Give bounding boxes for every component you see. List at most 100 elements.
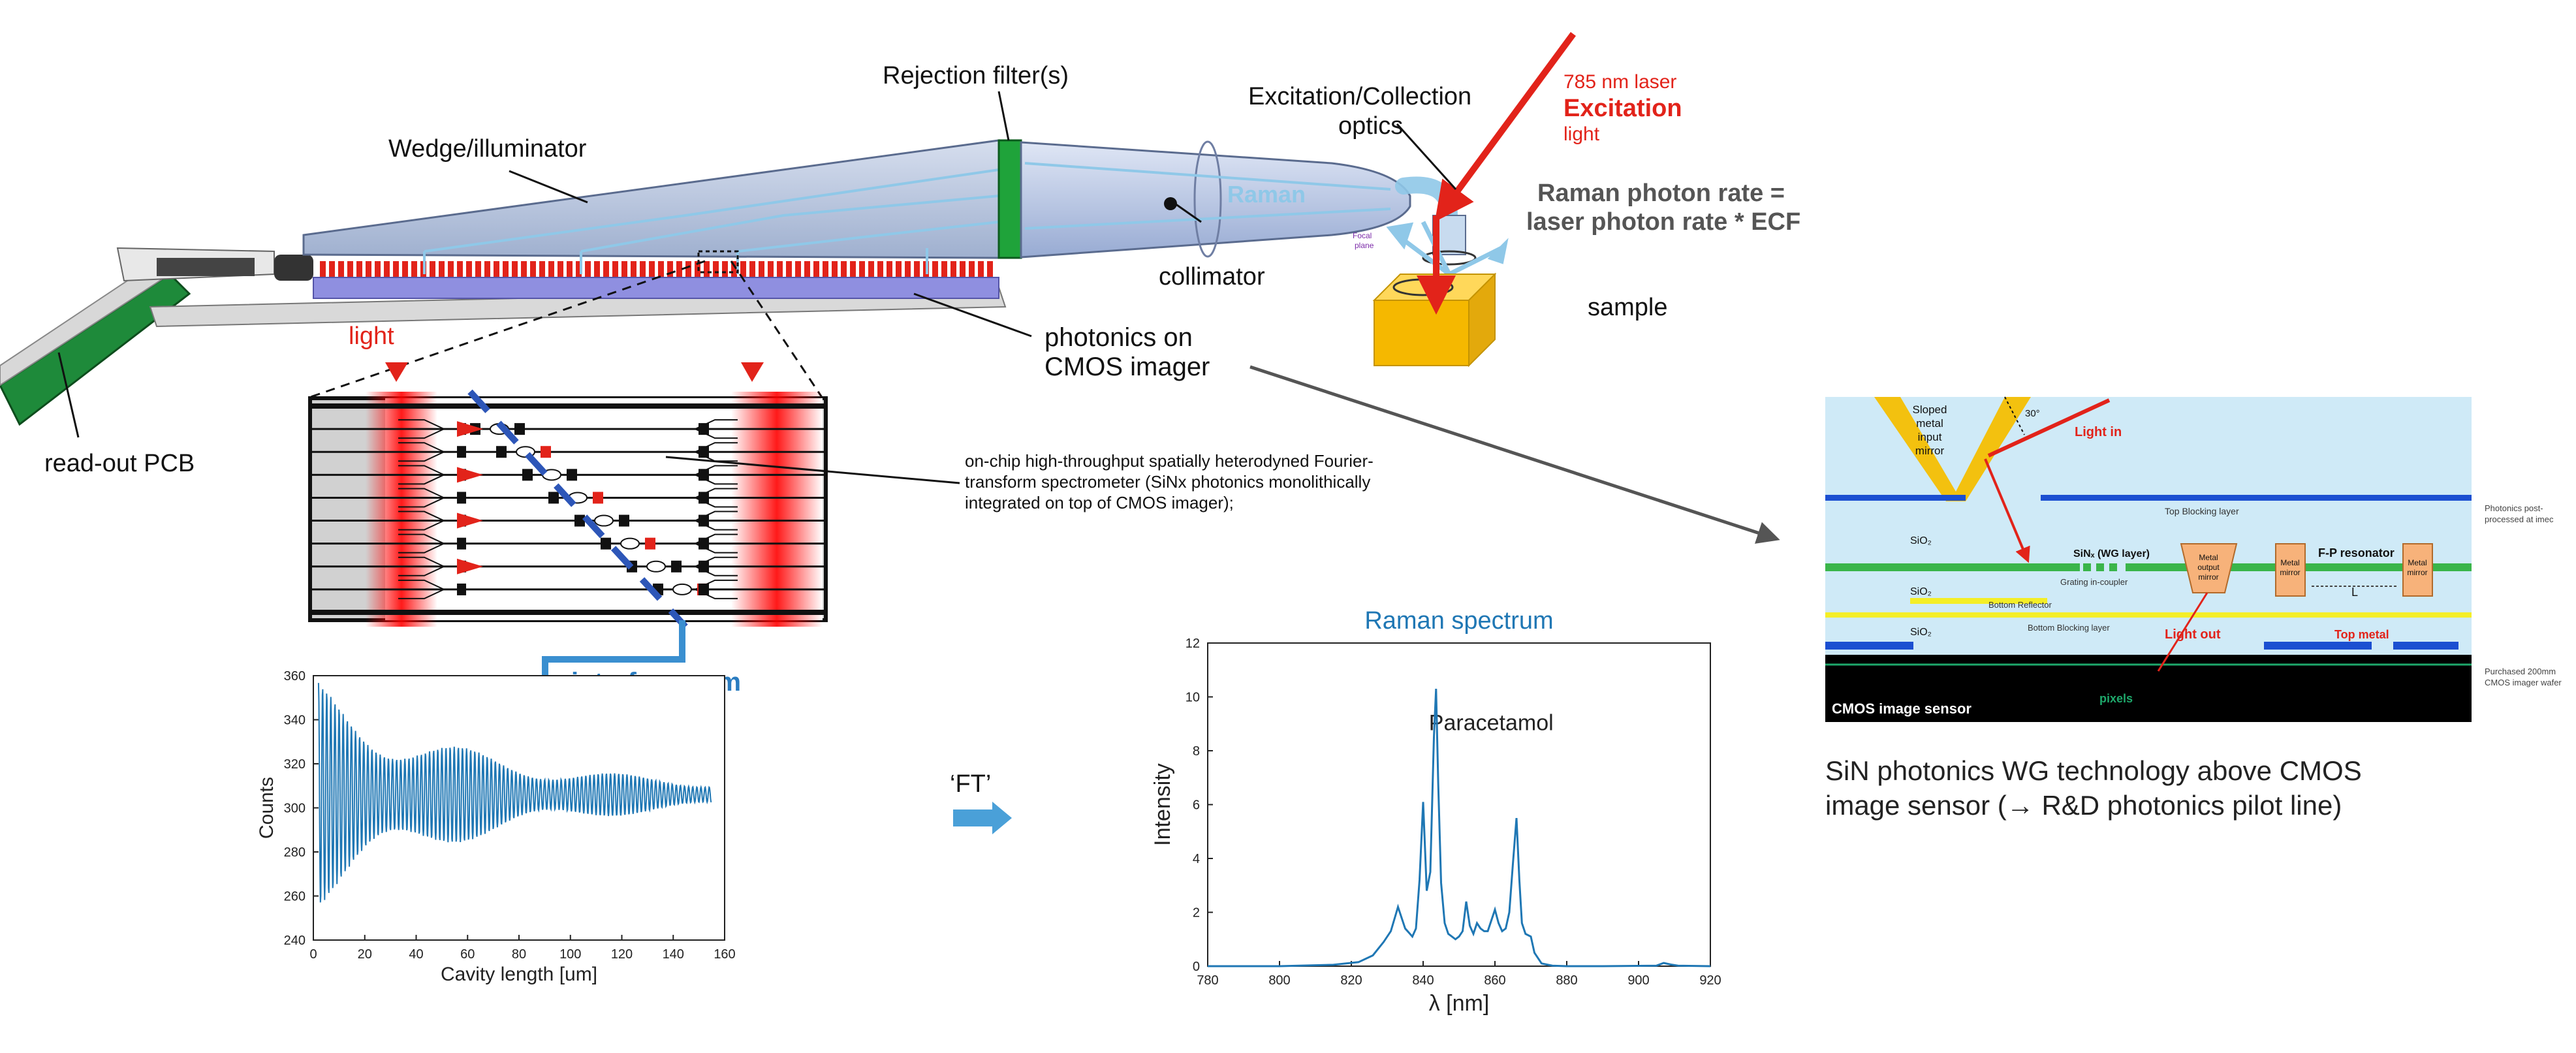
cs-sio2-b: SiO₂: [1910, 586, 1932, 597]
cmos-imager-bar: [313, 277, 999, 299]
collimator-label: collimator: [1159, 263, 1265, 291]
wg-layer: [1825, 563, 2472, 571]
chip-node: [699, 469, 709, 481]
chip-node: [699, 492, 709, 504]
chip-node: [699, 514, 709, 527]
cs-mm-l1: Metal: [2280, 558, 2299, 567]
top-metal-right-b: [2393, 642, 2458, 650]
callout-lines: [57, 91, 1457, 438]
raman-series-line: [1208, 689, 1711, 967]
cs-bottom-reflector: Bottom Reflector: [1988, 600, 2052, 610]
y-tick-label: 320: [284, 757, 306, 772]
top-blocking-layer: [1825, 495, 1966, 501]
photonics-pixel: [393, 261, 399, 277]
top-metal-left: [1825, 642, 1913, 650]
chip-taper-right: [693, 511, 738, 531]
cs-angle: 30°: [2025, 408, 2040, 419]
x-tick-label: 0: [309, 947, 317, 962]
chip-node: [671, 560, 682, 573]
photonics-pixel: [859, 261, 865, 277]
sample-cube: [1372, 272, 1497, 368]
rejection-filter: [997, 139, 1022, 259]
top-blocking-layer-right: [2041, 495, 2472, 501]
photonics-pixel: [795, 261, 801, 277]
y-tick-label: 6: [1193, 798, 1200, 813]
y-tick-label: 240: [284, 934, 306, 948]
laser-label-1: 785 nm laser: [1563, 71, 1676, 93]
plot-frame: [1207, 642, 1711, 967]
cs-mm-r1: Metal: [2408, 558, 2427, 567]
top-metal-right-a: [2264, 642, 2372, 650]
readout-pcb: [0, 247, 313, 426]
photonics-pixel: [475, 261, 481, 277]
photonics-pixel: [685, 261, 691, 277]
chip-node: [496, 446, 507, 458]
chip-node: [645, 537, 655, 550]
cs-sloped-1: Sloped: [1913, 403, 1947, 416]
photonics-pixel: [402, 261, 408, 277]
chip-node: [457, 492, 466, 504]
sin-caption-2: image sensor (→ R&D photonics pilot line…: [1825, 790, 2342, 821]
photonics-pixel: [484, 261, 490, 277]
photonics-pixel: [768, 261, 774, 277]
chip-node: [699, 423, 709, 435]
readout-pcb-label: read-out PCB: [44, 450, 195, 477]
cs-mm-l2: mirror: [2280, 568, 2300, 577]
photonics-pixel: [411, 261, 417, 277]
photonics-pixel: [932, 261, 938, 277]
photonics-pixel: [320, 261, 326, 277]
photonics-pixel: [375, 261, 381, 277]
chip-taper-left: [398, 465, 446, 485]
cs-bottom-blocking: Bottom Blocking layer: [2028, 623, 2110, 633]
x-tick-label: 900: [1627, 973, 1649, 988]
rejection-filter-label: Rejection filter(s): [883, 62, 1069, 89]
cs-post-1: Photonics post-: [2485, 503, 2543, 513]
chip-node: [699, 560, 709, 573]
chip-node: [457, 537, 466, 550]
x-tick-label: 60: [460, 947, 475, 962]
y-tick-label: 2: [1193, 906, 1200, 920]
cs-length: L: [2351, 586, 2358, 599]
chip-taper-right: [693, 533, 738, 554]
cs-metal-out-2: output: [2197, 563, 2220, 572]
sample-label: sample: [1588, 294, 1668, 321]
fp-mirror-right: [2402, 543, 2433, 597]
interferogram-arrow: [542, 620, 685, 689]
photonics-pixel: [960, 261, 966, 277]
chip-taper-right: [693, 465, 738, 485]
photonics-pixel: [466, 261, 472, 277]
photonics-pixel: [631, 261, 636, 277]
chip-red-arrow: [457, 467, 483, 483]
photonics-pixel: [503, 261, 509, 277]
chip-node: [699, 446, 709, 458]
cs-light-in: Light in: [2075, 425, 2122, 439]
photonics-pixel: [804, 261, 810, 277]
photonics-pixel: [366, 261, 371, 277]
bottom-reflector: [1910, 598, 2047, 604]
photonics-pixel: [823, 261, 828, 277]
chip-taper-left: [398, 488, 446, 508]
photonics-pixel: [329, 261, 335, 277]
ft-arrow: [953, 802, 1012, 834]
chip-red-arrows: [385, 362, 764, 382]
y-tick-label: 4: [1193, 852, 1200, 866]
photonics-pixel: [676, 261, 682, 277]
cs-sio2-c: SiO₂: [1910, 627, 1932, 638]
photonics-pixel: [950, 261, 956, 277]
chip-node: [457, 446, 466, 458]
chip-node: [457, 583, 466, 595]
x-tick-label: 880: [1556, 973, 1577, 988]
scattered-rays: [1383, 221, 1509, 303]
photonics-pixel: [777, 261, 783, 277]
cs-sio2-a: SiO₂: [1910, 535, 1932, 546]
y-tick-label: 300: [284, 802, 306, 816]
photonics-pixel: [896, 261, 902, 277]
chip-node: [548, 492, 559, 504]
photonics-pixel: [722, 261, 728, 277]
collimator-rays: [1024, 162, 1391, 230]
laser-label-3: light: [1563, 123, 1600, 145]
sin-caption-1: SiN photonics WG technology above CMOS: [1825, 755, 2362, 786]
